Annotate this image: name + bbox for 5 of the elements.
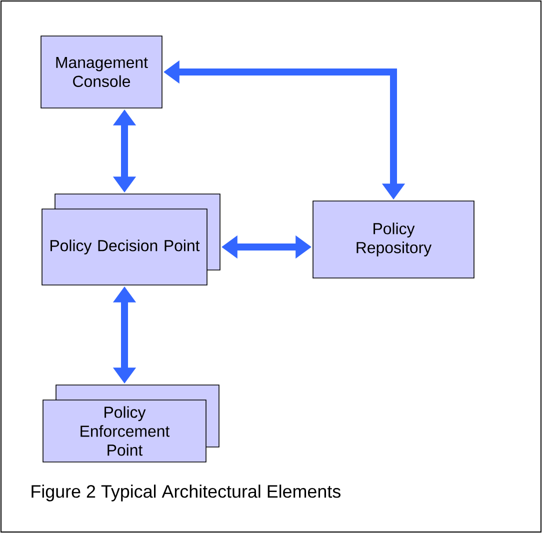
stacked-box: Policy Decision Point	[42, 194, 220, 286]
process-box: Policy Repository	[312, 200, 474, 278]
stacked-box: Policy Enforcement Point	[42, 384, 220, 462]
process-box: Management Console	[40, 36, 162, 108]
caption: Figure 2 Typical Architectural Elements	[32, 484, 340, 502]
